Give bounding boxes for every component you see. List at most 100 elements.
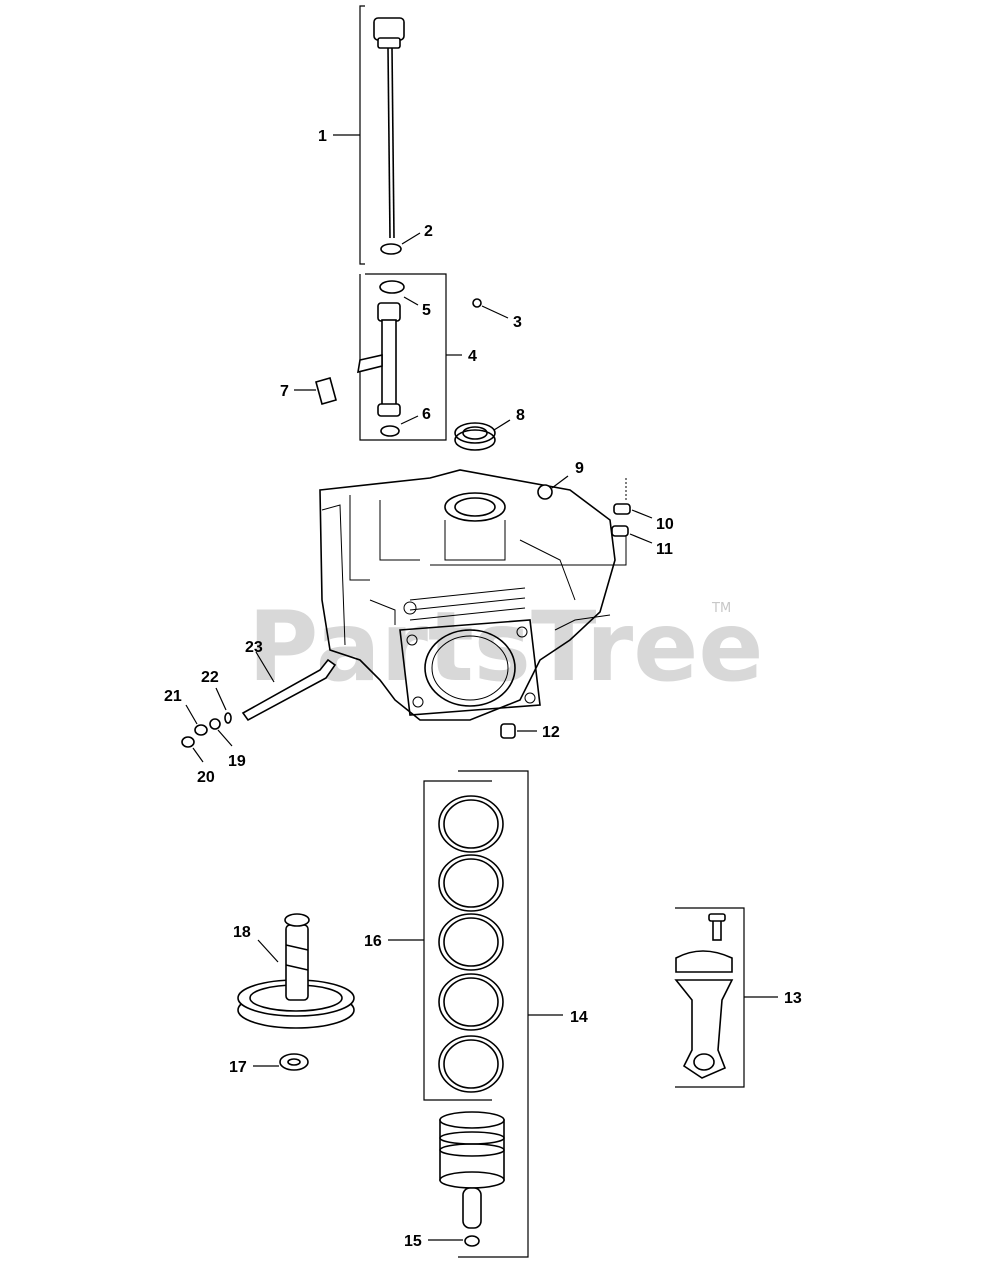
oil-seal[interactable]	[454, 419, 511, 451]
watermark-trademark: TM	[711, 601, 731, 616]
callout-3[interactable]: 3	[513, 314, 522, 331]
camshaft-assembly[interactable]	[237, 913, 355, 1071]
tube-bracket-arm	[357, 353, 383, 374]
tube-top-fitting	[377, 302, 401, 322]
cylinder-fin-1	[409, 607, 526, 621]
callout-23[interactable]: 23	[245, 639, 263, 656]
part-12-plug[interactable]	[500, 723, 537, 739]
piston-ring-2-inner	[443, 858, 499, 908]
part-11-guide	[430, 536, 627, 566]
part-20-nut[interactable]	[181, 736, 195, 748]
crankcase-boss-bore	[454, 497, 496, 517]
tube-bottom-fitting	[377, 403, 401, 417]
crankcase-bracket	[369, 599, 396, 625]
tube-o-ring-top[interactable]	[379, 280, 405, 294]
callout-17[interactable]: 17	[229, 1059, 247, 1076]
callout-11[interactable]: 11	[656, 541, 673, 558]
callout-8[interactable]: 8	[516, 407, 525, 424]
dipstick-cap-base	[377, 37, 401, 49]
callout-6[interactable]: 6	[422, 406, 431, 423]
dipstick-o-ring[interactable]	[380, 243, 402, 255]
camshaft[interactable]	[285, 924, 309, 1001]
callout-9[interactable]: 9	[575, 460, 584, 477]
crankcase-cover-edge	[519, 539, 576, 601]
piston-body[interactable]	[439, 1119, 505, 1181]
leader-21	[185, 704, 198, 725]
piston-pin-clip[interactable]	[464, 1235, 480, 1247]
callout-2[interactable]: 2	[424, 223, 433, 240]
oil-fill-tube-assembly[interactable]	[294, 273, 462, 441]
leader-9	[551, 475, 569, 489]
dipstick-assembly[interactable]	[333, 5, 421, 265]
seal-top	[454, 422, 496, 444]
piston-ring-3[interactable]	[438, 913, 504, 971]
callout-18[interactable]: 18	[233, 924, 251, 941]
part-19-washer[interactable]	[209, 718, 221, 730]
cam-shim[interactable]	[279, 1053, 309, 1071]
piston-ring-assembly[interactable]	[388, 770, 563, 1258]
crankcase-rib-2	[379, 500, 420, 561]
dipstick-cap[interactable]	[373, 17, 405, 41]
piston-pin[interactable]	[462, 1187, 482, 1229]
governor-shaft-hardware[interactable]	[181, 651, 337, 763]
screw-3[interactable]	[472, 298, 509, 319]
callout-19[interactable]: 19	[228, 753, 246, 770]
bracket-4	[359, 273, 447, 441]
callout-13[interactable]: 13	[784, 990, 802, 1007]
part-21-washer[interactable]	[194, 724, 208, 736]
rod-small-end	[693, 1053, 715, 1071]
callout-5[interactable]: 5	[422, 302, 431, 319]
leader-2	[401, 232, 421, 245]
seal-outer	[454, 429, 496, 451]
connecting-rod[interactable]	[674, 979, 734, 1079]
plug-body	[500, 723, 516, 739]
piston-ring-4[interactable]	[438, 973, 504, 1031]
leader-22	[215, 687, 227, 711]
leader-23	[255, 651, 275, 683]
piston-ring-1[interactable]	[438, 795, 504, 853]
tube-clip[interactable]	[315, 377, 337, 405]
piston-ring-5-inner	[443, 1039, 499, 1089]
callout-22[interactable]: 22	[201, 669, 219, 686]
cylinder-fin-2	[409, 597, 526, 611]
part-10-pin[interactable]	[613, 478, 653, 519]
callout-1[interactable]: 1	[318, 128, 327, 145]
crankcase[interactable]	[319, 469, 616, 721]
cam-shim-hole	[287, 1058, 301, 1066]
governor-shaft[interactable]	[241, 658, 337, 722]
callout-16[interactable]: 16	[364, 933, 382, 950]
piston-crown	[439, 1111, 505, 1129]
callout-10[interactable]: 10	[656, 516, 674, 533]
part-11-breather[interactable]	[430, 525, 653, 566]
callout-14[interactable]: 14	[570, 1009, 588, 1026]
bracket-1	[359, 5, 365, 265]
cylinder-bore	[424, 629, 516, 707]
cam-lobes	[285, 944, 309, 971]
callout-4[interactable]: 4	[468, 348, 477, 365]
head-bolt-hole-4	[524, 692, 536, 704]
connecting-rod-assembly[interactable]	[674, 907, 778, 1088]
rod-cap[interactable]	[675, 950, 733, 973]
crankcase-rib	[349, 495, 370, 581]
dipstick-rod-edge	[391, 47, 395, 239]
crankcase-plug	[537, 484, 553, 500]
leader-3	[481, 305, 509, 319]
leader-6	[400, 415, 419, 425]
tube-o-ring-bottom[interactable]	[380, 425, 400, 437]
oil-fill-tube[interactable]	[381, 319, 397, 406]
callout-21[interactable]: 21	[164, 688, 182, 705]
crankcase-port	[403, 601, 417, 615]
callout-12[interactable]: 12	[542, 724, 560, 741]
crankcase-left-wall	[321, 504, 346, 646]
cylinder-head-face	[399, 619, 541, 716]
piston-ring-5[interactable]	[438, 1035, 504, 1093]
callout-15[interactable]: 15	[404, 1233, 422, 1250]
piston-ring-2[interactable]	[438, 854, 504, 912]
callout-20[interactable]: 20	[197, 769, 215, 786]
leader-8	[493, 419, 511, 431]
callout-7[interactable]: 7	[280, 383, 289, 400]
dipstick-rod[interactable]	[387, 47, 391, 239]
crankcase-flange	[554, 614, 611, 631]
part-22-ring[interactable]	[224, 712, 232, 724]
